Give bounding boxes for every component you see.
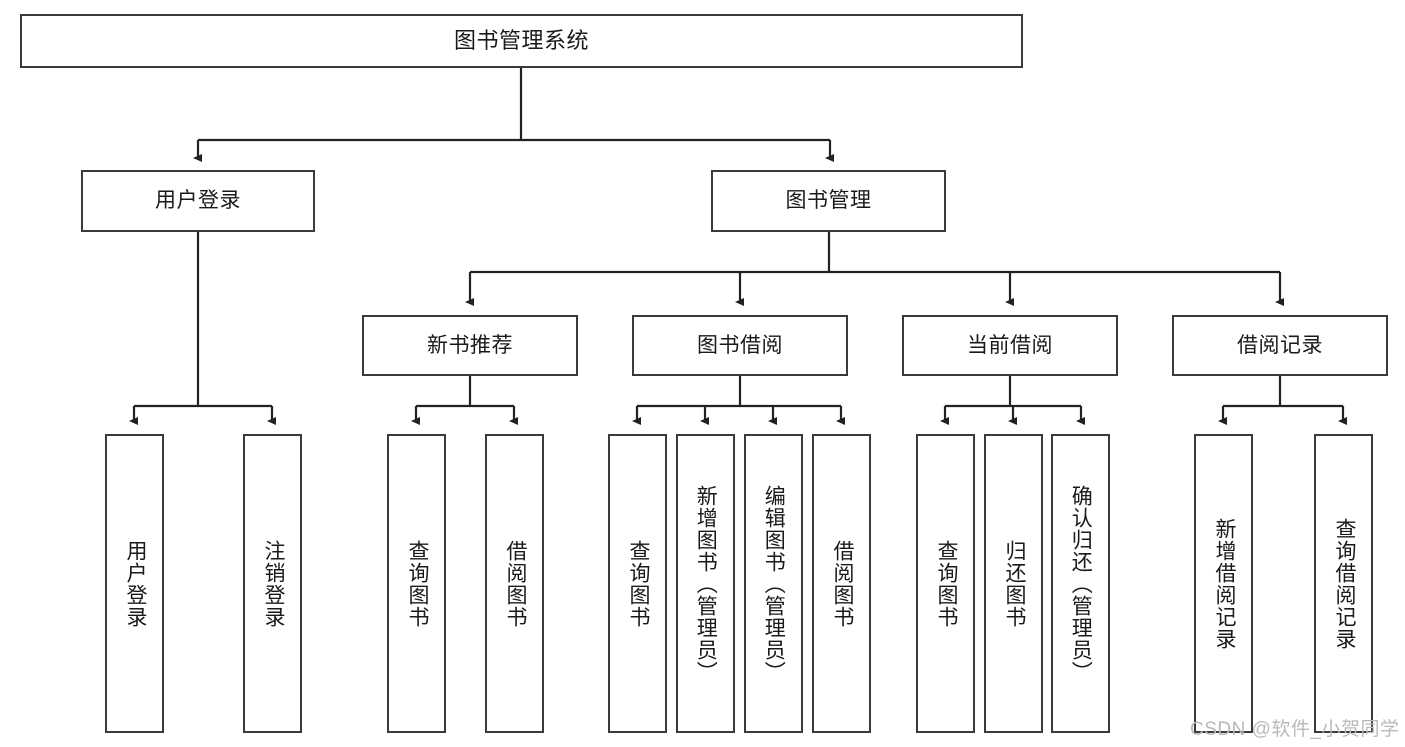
leaf-bb-edit-book-label: 编辑图书（管理员） [762, 484, 786, 683]
leaf-cb-query-book-label: 查询图书 [934, 539, 958, 628]
node-user-login[interactable]: 用户登录 [81, 170, 315, 232]
leaf-nb-borrow-book[interactable]: 借阅图书 [485, 434, 544, 733]
leaf-br-query-record-label: 查询借阅记录 [1332, 517, 1356, 650]
node-borrow-record-label: 借阅记录 [1237, 333, 1323, 357]
leaf-logout-label: 注销登录 [261, 539, 285, 628]
leaf-cb-confirm-return-label: 确认归还（管理员） [1069, 484, 1093, 683]
node-new-book-recommend-label: 新书推荐 [427, 333, 513, 357]
leaf-nb-query-book[interactable]: 查询图书 [387, 434, 446, 733]
leaf-bb-query-book[interactable]: 查询图书 [608, 434, 667, 733]
leaf-user-login[interactable]: 用户登录 [105, 434, 164, 733]
node-root-label: 图书管理系统 [453, 27, 589, 53]
node-current-borrow[interactable]: 当前借阅 [902, 315, 1118, 376]
leaf-nb-borrow-book-label: 借阅图书 [503, 539, 527, 628]
leaf-cb-confirm-return[interactable]: 确认归还（管理员） [1051, 434, 1110, 733]
leaf-logout[interactable]: 注销登录 [243, 434, 302, 733]
leaf-nb-query-book-label: 查询图书 [405, 539, 429, 628]
leaf-cb-query-book[interactable]: 查询图书 [916, 434, 975, 733]
leaf-bb-edit-book[interactable]: 编辑图书（管理员） [744, 434, 803, 733]
node-root[interactable]: 图书管理系统 [20, 14, 1023, 68]
node-book-borrow[interactable]: 图书借阅 [632, 315, 848, 376]
node-book-borrow-label: 图书借阅 [697, 333, 783, 357]
leaf-br-query-record[interactable]: 查询借阅记录 [1314, 434, 1373, 733]
leaf-bb-borrow-book[interactable]: 借阅图书 [812, 434, 871, 733]
leaf-cb-return-book[interactable]: 归还图书 [984, 434, 1043, 733]
leaf-bb-add-book[interactable]: 新增图书（管理员） [676, 434, 735, 733]
leaf-user-login-label: 用户登录 [123, 539, 147, 628]
node-new-book-recommend[interactable]: 新书推荐 [362, 315, 578, 376]
leaf-bb-borrow-book-label: 借阅图书 [830, 539, 854, 628]
node-book-management-label: 图书管理 [785, 189, 872, 213]
leaf-cb-return-book-label: 归还图书 [1002, 539, 1026, 628]
node-borrow-record[interactable]: 借阅记录 [1172, 315, 1388, 376]
node-book-management[interactable]: 图书管理 [711, 170, 946, 232]
leaf-br-add-record[interactable]: 新增借阅记录 [1194, 434, 1253, 733]
node-current-borrow-label: 当前借阅 [967, 333, 1053, 357]
leaf-bb-add-book-label: 新增图书（管理员） [694, 484, 718, 683]
node-user-login-label: 用户登录 [155, 189, 241, 213]
leaf-br-add-record-label: 新增借阅记录 [1212, 517, 1236, 650]
leaf-bb-query-book-label: 查询图书 [626, 539, 650, 628]
